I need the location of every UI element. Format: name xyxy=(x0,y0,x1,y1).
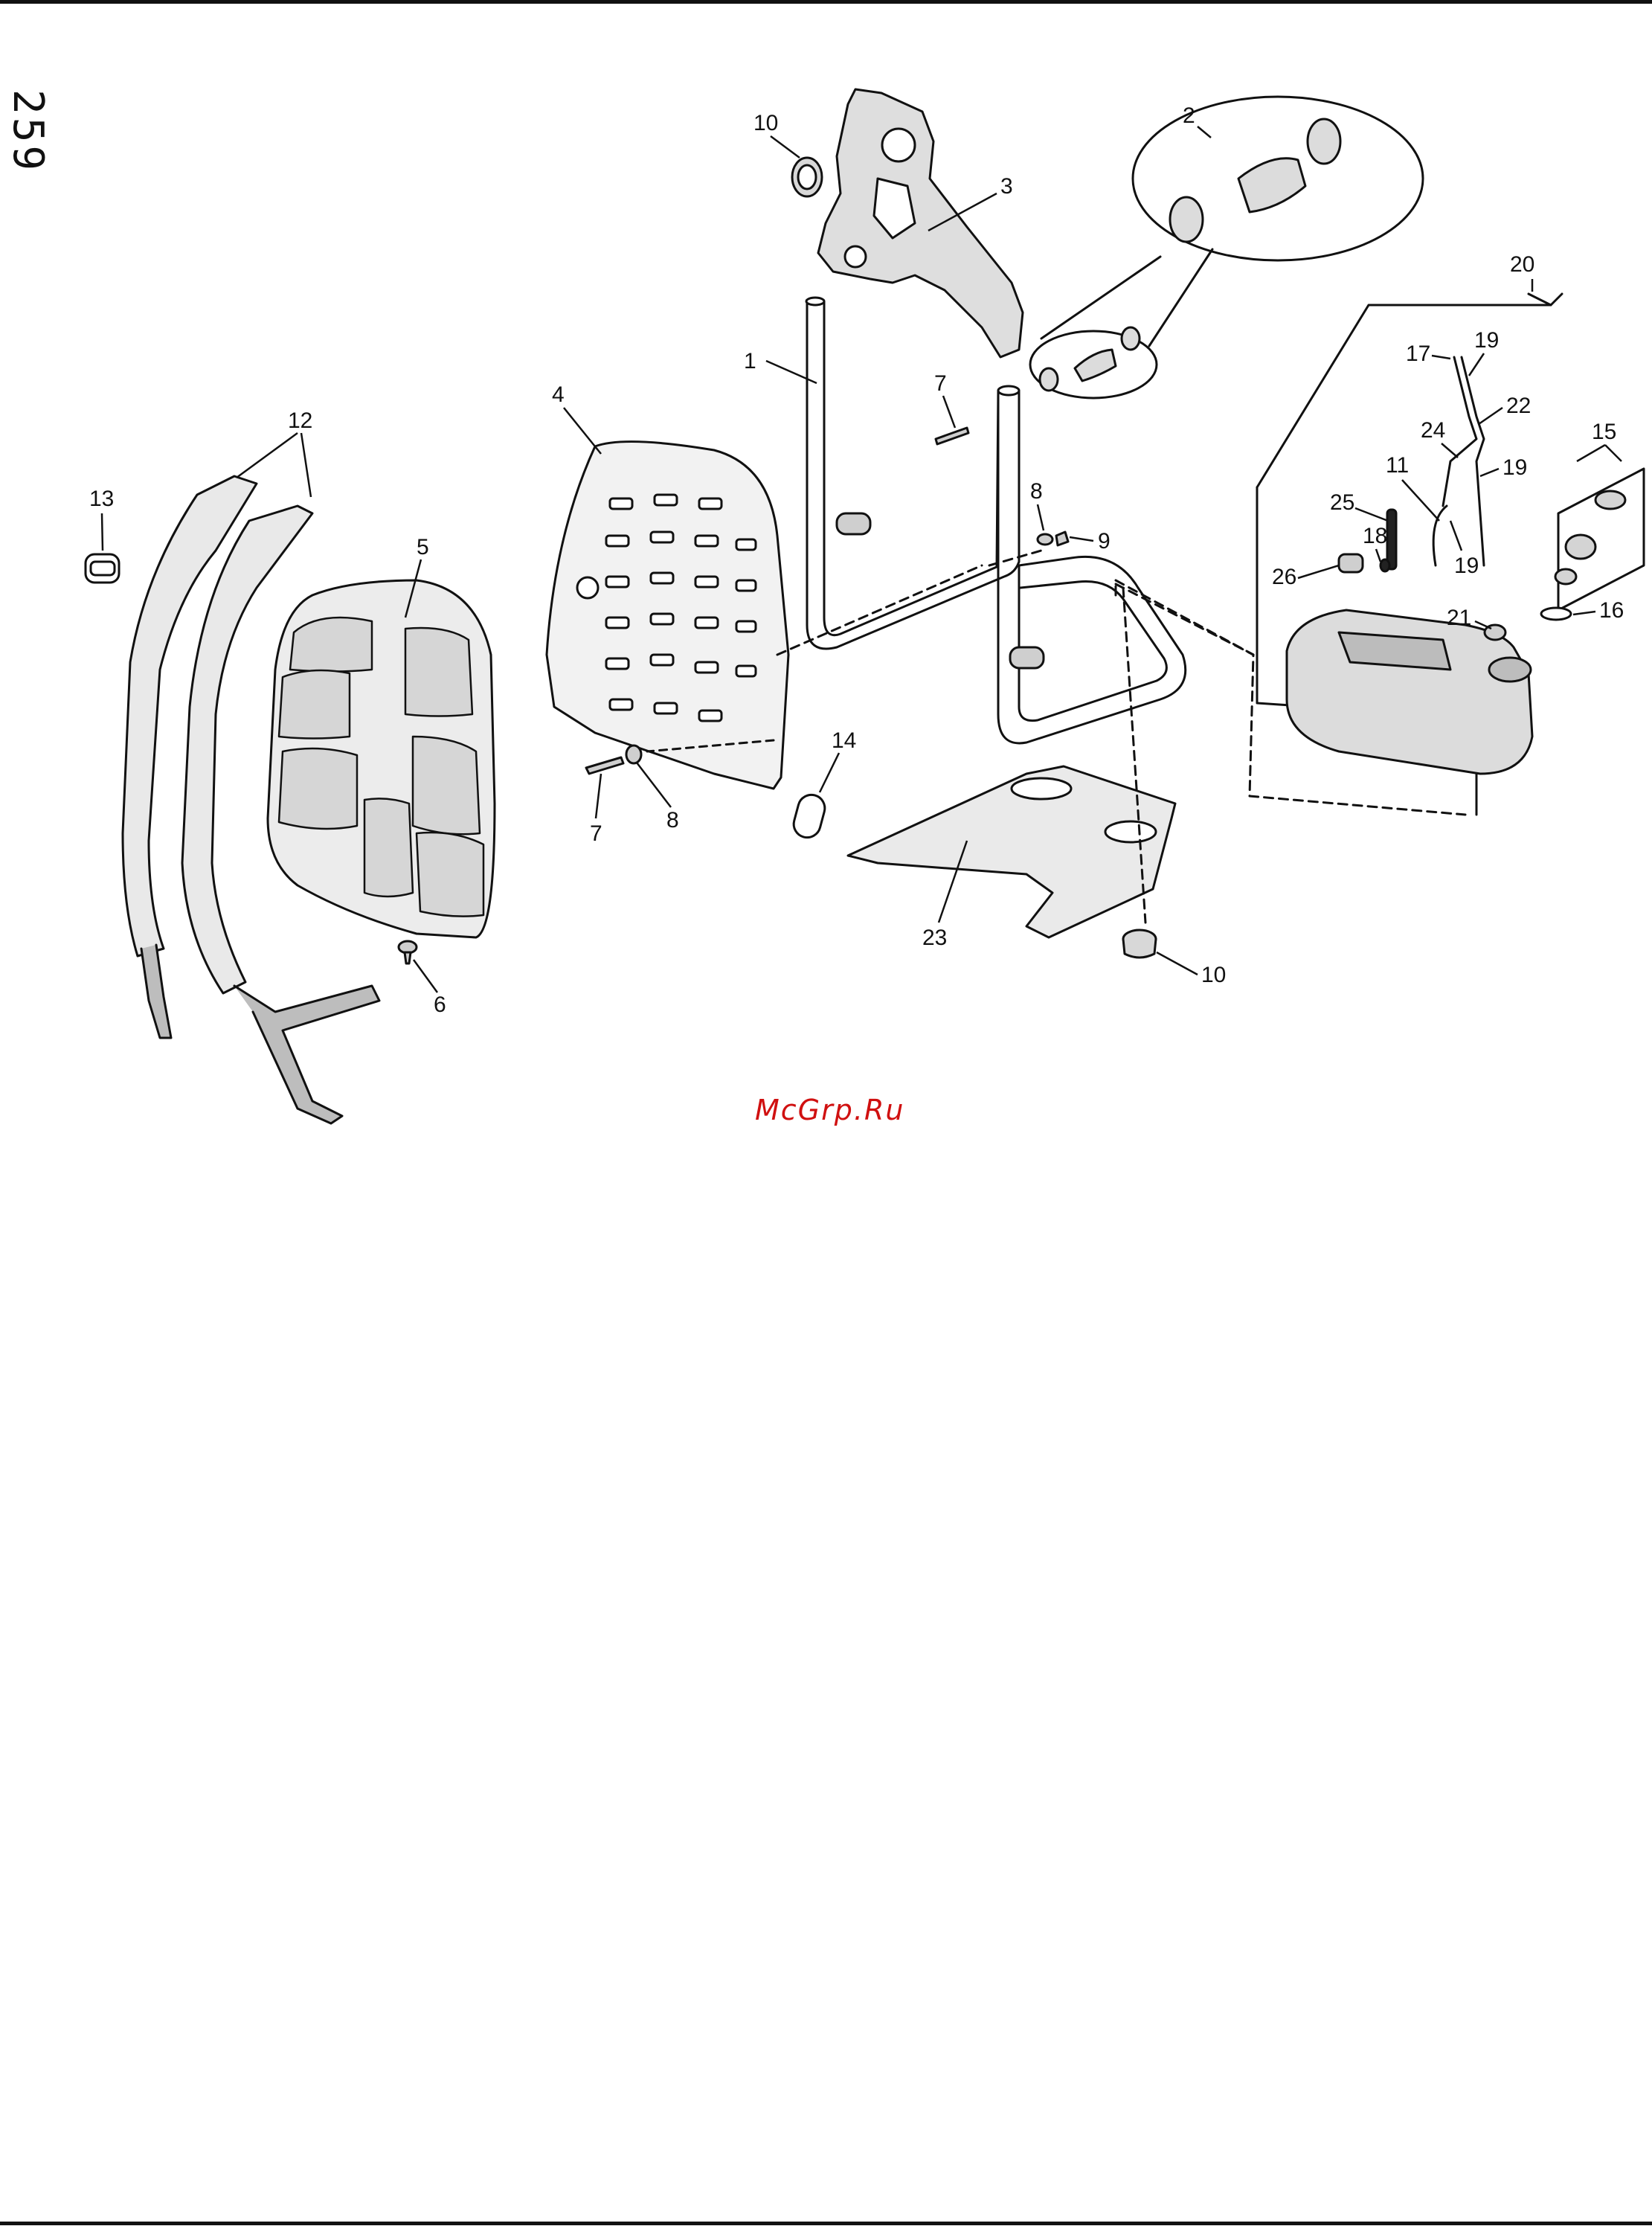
plug-part-10-bottom xyxy=(1123,930,1156,958)
callout-17: 17 xyxy=(1406,341,1450,366)
svg-text:20: 20 xyxy=(1510,252,1534,277)
svg-text:6: 6 xyxy=(434,992,446,1017)
svg-text:19: 19 xyxy=(1474,328,1499,353)
spring-assembly-part-2 xyxy=(1030,97,1423,398)
callout-21: 21 xyxy=(1447,606,1491,630)
svg-text:4: 4 xyxy=(552,382,565,407)
svg-text:16: 16 xyxy=(1599,598,1624,623)
svg-text:25: 25 xyxy=(1330,490,1354,515)
callout-9: 9 xyxy=(1070,529,1111,554)
callout-7b: 7 xyxy=(590,774,602,846)
callout-16: 16 xyxy=(1573,598,1624,623)
callout-26: 26 xyxy=(1272,565,1339,589)
svg-text:22: 22 xyxy=(1506,394,1531,418)
svg-text:12: 12 xyxy=(288,408,312,433)
svg-text:26: 26 xyxy=(1272,565,1296,589)
callout-8b: 8 xyxy=(637,763,679,833)
callout-14: 14 xyxy=(820,728,856,792)
base-plate-part-23 xyxy=(848,766,1175,937)
svg-text:17: 17 xyxy=(1406,341,1430,366)
callout-22: 22 xyxy=(1479,394,1531,424)
callout-19a: 19 xyxy=(1469,328,1499,376)
svg-text:8: 8 xyxy=(1030,479,1043,504)
svg-text:21: 21 xyxy=(1447,606,1471,630)
svg-text:9: 9 xyxy=(1098,529,1111,554)
svg-text:10: 10 xyxy=(753,111,778,135)
svg-text:15: 15 xyxy=(1592,420,1616,444)
svg-text:2: 2 xyxy=(1183,103,1195,128)
svg-text:8: 8 xyxy=(666,808,679,833)
callout-7a: 7 xyxy=(934,371,955,428)
svg-text:19: 19 xyxy=(1502,455,1527,480)
callout-6: 6 xyxy=(414,960,446,1017)
svg-text:7: 7 xyxy=(934,371,947,396)
plug-part-10-top xyxy=(792,158,822,196)
callout-2: 2 xyxy=(1183,103,1211,138)
callout-19b: 19 xyxy=(1480,455,1527,480)
fuel-cap-part-15 xyxy=(1541,469,1644,620)
callout-8a: 8 xyxy=(1030,479,1044,530)
svg-text:24: 24 xyxy=(1421,418,1445,443)
callout-24: 24 xyxy=(1421,418,1458,458)
callout-15: 15 xyxy=(1577,420,1622,461)
svg-text:1: 1 xyxy=(744,349,756,373)
svg-text:19: 19 xyxy=(1454,554,1479,578)
callout-13: 13 xyxy=(89,487,114,551)
svg-text:13: 13 xyxy=(89,487,114,511)
svg-text:18: 18 xyxy=(1363,524,1387,548)
svg-text:11: 11 xyxy=(1386,453,1409,478)
callout-20: 20 xyxy=(1510,252,1534,292)
fuel-line-parts-17-24 xyxy=(1339,357,1505,640)
svg-text:23: 23 xyxy=(922,926,947,950)
callout-10a: 10 xyxy=(753,111,800,158)
svg-text:3: 3 xyxy=(1000,174,1013,199)
callout-4: 4 xyxy=(552,382,601,454)
callout-18: 18 xyxy=(1363,524,1387,562)
bottom-rule xyxy=(0,2222,1652,2225)
back-pad-part-5 xyxy=(268,580,495,937)
buckle-part-13 xyxy=(86,554,119,583)
callout-25: 25 xyxy=(1330,490,1388,521)
watermark: McGrp.Ru xyxy=(755,1094,904,1126)
svg-text:5: 5 xyxy=(417,535,429,559)
top-bracket-part-3 xyxy=(818,89,1023,357)
callout-1: 1 xyxy=(744,349,817,383)
svg-text:10: 10 xyxy=(1201,963,1226,987)
fuel-tank-assembly-part-20 xyxy=(1257,294,1644,815)
ring-part-14 xyxy=(791,792,828,840)
callout-10b: 10 xyxy=(1157,952,1226,987)
bolt-washer-right-part-7-8-9 xyxy=(936,428,1068,545)
back-plate-part-4 xyxy=(547,442,788,789)
svg-text:14: 14 xyxy=(832,728,856,753)
svg-text:7: 7 xyxy=(590,821,602,846)
callout-19c: 19 xyxy=(1450,521,1479,578)
